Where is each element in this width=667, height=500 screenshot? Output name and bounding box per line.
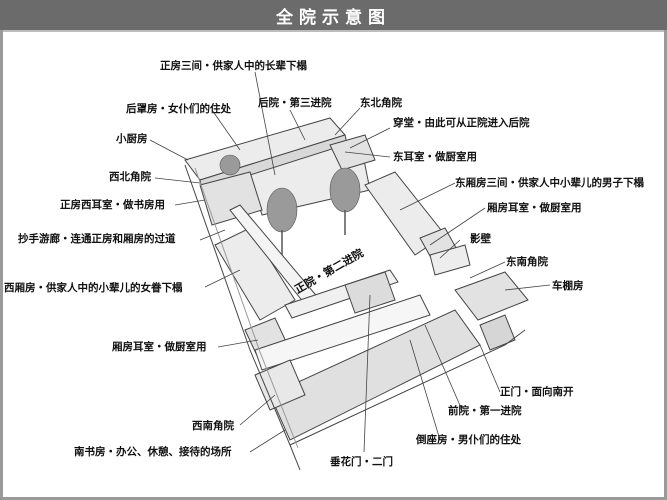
label-dong-ershi: 东耳室・做厨室用 (393, 151, 477, 163)
label-nanshufang: 南书房・办公、休憩、接待的场所 (74, 446, 232, 458)
label-zhengfang-xi-ershi: 正房西耳室・做书房用 (60, 199, 165, 211)
label-xibei-jiaoyuan: 西北角院 (109, 171, 151, 183)
frame-left-border (0, 30, 3, 500)
zhengmen-roof (479, 314, 516, 351)
frame-right-border (664, 30, 667, 500)
trees (219, 154, 361, 255)
label-chuantang: 穿堂・由此可从正院进入后院 (393, 117, 530, 129)
label-chaoshou-youlang: 抄手游廊・连通正房和厢房的过道 (18, 233, 176, 245)
chuihuamen-roof (344, 271, 396, 314)
frame-bottom-border (0, 497, 667, 500)
xi-xiangfang-roof (214, 227, 296, 321)
diagram-title: 全院示意图 (276, 7, 391, 28)
label-xiangfang-ershi-east: 厢房耳室・做厨室用 (487, 202, 582, 214)
title-divider (0, 30, 667, 32)
label-chuihuamen: 垂花门・二门 (330, 456, 393, 468)
label-zhengmen: 正门・面向南开 (500, 386, 574, 398)
label-houzhaofang: 后罩房・女仆们的住处 (126, 103, 231, 115)
west-ear-room-roof (199, 171, 263, 226)
label-xiao-chufang: 小厨房 (116, 133, 148, 145)
label-dongnan-jiaoyuan: 东南角院 (506, 256, 548, 268)
label-xinan-jiaoyuan: 西南角院 (192, 420, 234, 432)
title-bar: 全院示意图 (0, 0, 667, 30)
label-chepengfang: 车棚房 (552, 280, 584, 292)
label-houyuan: 后院・第三进院 (258, 97, 332, 109)
label-dongbei-jiaoyuan: 东北角院 (360, 97, 402, 109)
label-xiangfang-ershi-west: 厢房耳室・做厨室用 (112, 341, 207, 353)
label-qianyuan: 前院・第一进院 (448, 405, 522, 417)
label-daozuofang: 倒座房・男仆们的住处 (416, 434, 521, 446)
label-xi-xiangfang: 西厢房・供家人中的小辈儿的女眷下榻 (4, 282, 183, 294)
leader-lines (149, 71, 551, 453)
label-zhengfang: 正房三间・供家人中的长辈下榻 (160, 60, 307, 72)
label-yingbi: 影壁 (470, 233, 491, 245)
label-dong-xiangfang: 东厢房三间・供家人中小辈儿的男子下榻 (455, 177, 644, 189)
chepengfang-roof (454, 271, 529, 321)
